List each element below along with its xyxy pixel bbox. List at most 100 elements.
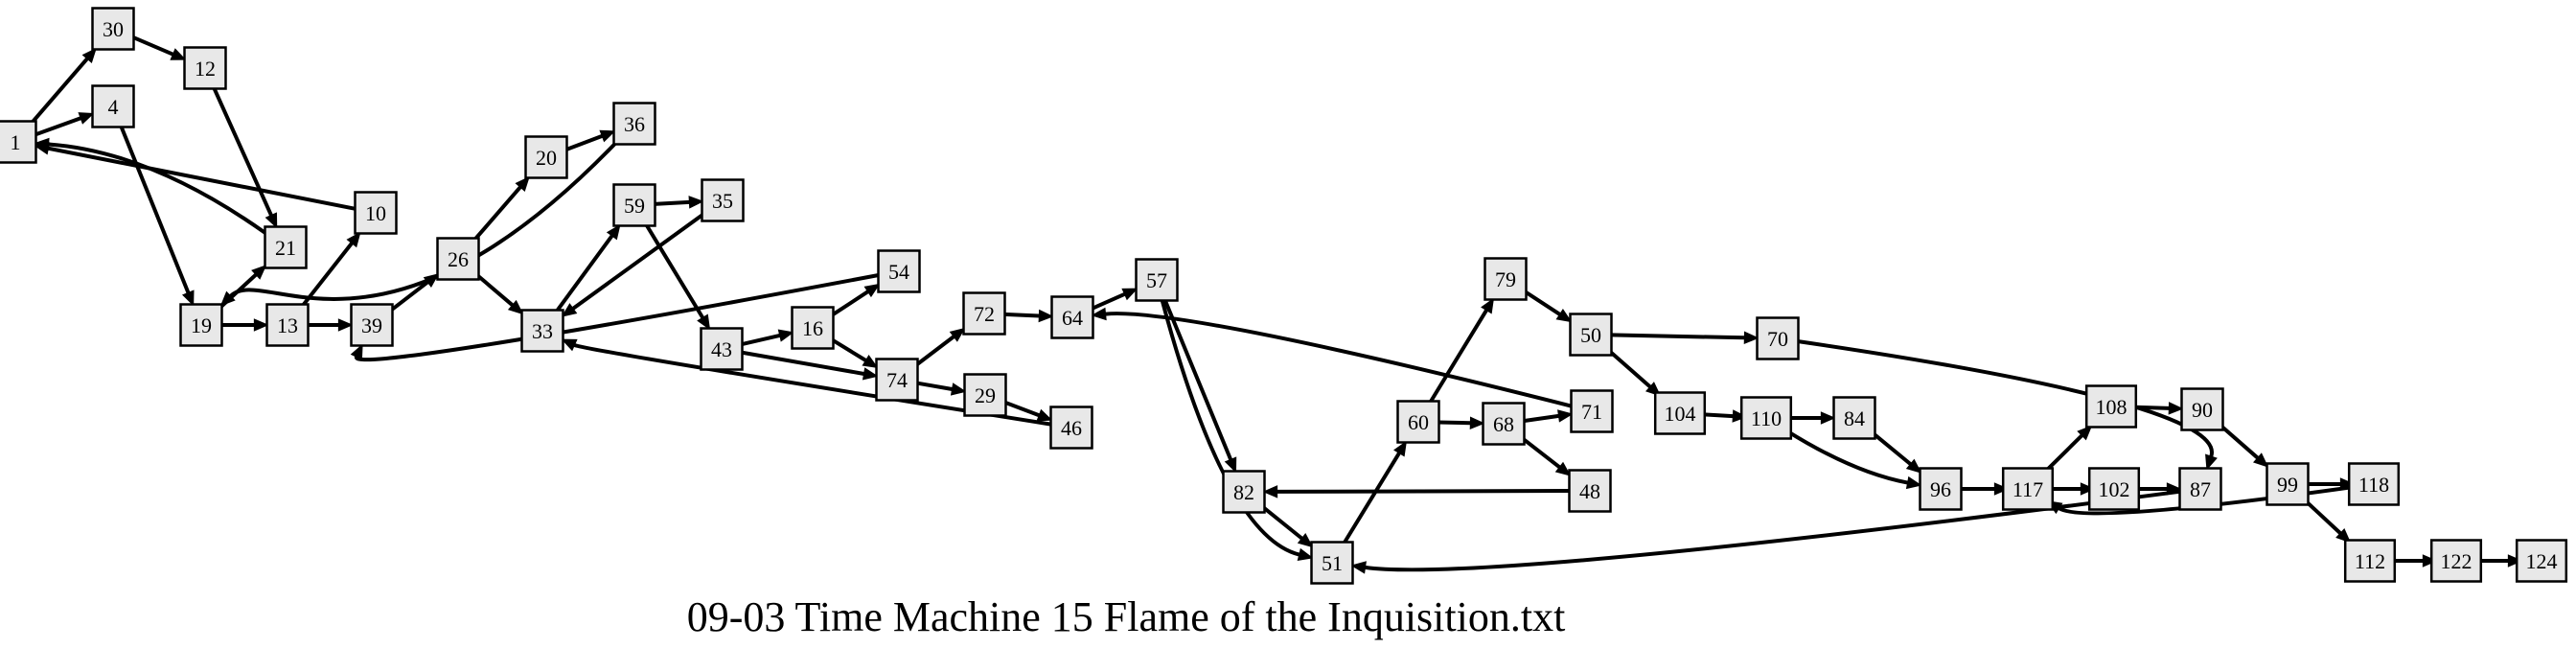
edge-line bbox=[1609, 350, 1652, 389]
node-label: 108 bbox=[2096, 395, 2128, 419]
node-box bbox=[524, 135, 568, 179]
node-label: 70 bbox=[1767, 327, 1788, 351]
node-70: 70 bbox=[1756, 316, 1800, 360]
node-box bbox=[91, 7, 135, 51]
node-label: 82 bbox=[1233, 480, 1254, 504]
edge-110-to-96 bbox=[1784, 429, 1922, 490]
node-box bbox=[2347, 462, 2401, 506]
node-box bbox=[179, 303, 223, 347]
node-box bbox=[791, 306, 835, 350]
edge-line bbox=[355, 272, 880, 362]
edge-line bbox=[1784, 429, 1908, 485]
edge-1-to-4 bbox=[34, 112, 95, 137]
node-box bbox=[1396, 400, 1440, 444]
edge-line bbox=[119, 125, 191, 294]
edge-line bbox=[1276, 489, 1571, 494]
edge-line bbox=[1262, 506, 1303, 541]
edge-117-to-108 bbox=[2046, 425, 2093, 472]
edge-line bbox=[831, 290, 869, 317]
arrowhead bbox=[515, 175, 530, 193]
node-16: 16 bbox=[791, 306, 835, 350]
edge-59-to-35 bbox=[654, 196, 704, 209]
node-label: 59 bbox=[624, 194, 645, 218]
node-box bbox=[2515, 539, 2568, 583]
edge-20-to-36 bbox=[564, 129, 616, 152]
node-box bbox=[350, 303, 394, 347]
edge-line bbox=[741, 350, 864, 376]
node-label: 60 bbox=[1408, 410, 1429, 434]
node-box bbox=[1570, 389, 1614, 433]
edge-96-to-117 bbox=[1960, 482, 2010, 496]
arrowhead bbox=[1481, 297, 1495, 314]
node-box bbox=[877, 249, 921, 293]
arrowhead bbox=[1036, 408, 1053, 422]
node-68: 68 bbox=[1482, 402, 1526, 446]
arrowhead bbox=[1091, 307, 1107, 321]
edge-line bbox=[2046, 433, 2083, 472]
node-label: 87 bbox=[2190, 477, 2211, 501]
node-84: 84 bbox=[1832, 396, 1876, 440]
arrowhead bbox=[1820, 411, 1836, 425]
arrowhead bbox=[1121, 288, 1138, 301]
node-35: 35 bbox=[701, 178, 745, 222]
arrowhead bbox=[1297, 547, 1314, 561]
arrowhead bbox=[350, 343, 363, 360]
edge-line bbox=[741, 333, 781, 347]
node-label: 102 bbox=[2099, 477, 2130, 501]
node-label: 20 bbox=[536, 146, 557, 170]
arrowhead bbox=[863, 283, 881, 298]
node-59: 59 bbox=[612, 183, 656, 227]
node-label: 36 bbox=[624, 112, 645, 136]
node-label: 16 bbox=[802, 316, 823, 340]
edge-48-to-82 bbox=[1262, 485, 1571, 498]
node-108: 108 bbox=[2084, 384, 2138, 429]
arrowhead bbox=[1469, 416, 1485, 429]
arrowhead bbox=[1554, 461, 1572, 476]
edge-82-to-51 bbox=[1262, 506, 1314, 548]
node-label: 19 bbox=[191, 313, 212, 337]
node-29: 29 bbox=[963, 373, 1007, 417]
edge-54-to-39 bbox=[350, 272, 880, 362]
edge-43-to-74 bbox=[741, 350, 879, 381]
arrowhead bbox=[1393, 440, 1408, 457]
node-box bbox=[354, 191, 398, 235]
arrowhead bbox=[251, 265, 267, 280]
arrowhead bbox=[1224, 456, 1237, 474]
edge-line bbox=[1105, 312, 1573, 408]
node-label: 64 bbox=[1062, 306, 1083, 330]
node-72: 72 bbox=[962, 291, 1006, 336]
arrowhead bbox=[1038, 309, 1054, 323]
edge-line bbox=[1438, 420, 1471, 426]
arrowhead bbox=[688, 196, 704, 209]
node-box bbox=[520, 309, 564, 353]
edge-line bbox=[2306, 500, 2342, 535]
node-box bbox=[183, 46, 227, 90]
node-79: 79 bbox=[1484, 257, 1528, 301]
edge-line bbox=[916, 381, 953, 391]
node-box bbox=[2266, 462, 2310, 506]
node-36: 36 bbox=[612, 102, 656, 146]
arrowhead bbox=[337, 318, 354, 332]
node-box bbox=[265, 303, 310, 347]
node-box bbox=[1569, 313, 1613, 357]
node-label: 26 bbox=[448, 247, 469, 271]
edge-12-to-21 bbox=[212, 86, 278, 229]
edge-72-to-64 bbox=[1003, 309, 1054, 323]
node-1: 1 bbox=[0, 120, 37, 164]
edge-36-to-19 bbox=[219, 142, 617, 307]
node-20: 20 bbox=[524, 135, 568, 179]
arrowhead bbox=[1297, 533, 1314, 548]
edge-90-to-99 bbox=[2220, 425, 2269, 468]
edge-79-to-50 bbox=[1524, 290, 1573, 323]
node-26: 26 bbox=[436, 237, 480, 281]
edge-line bbox=[31, 57, 89, 124]
node-label: 90 bbox=[2192, 398, 2213, 422]
edge-68-to-48 bbox=[1522, 437, 1572, 476]
arrowhead bbox=[507, 299, 524, 315]
node-label: 35 bbox=[712, 189, 733, 213]
arrowhead bbox=[1905, 458, 1922, 474]
node-30: 30 bbox=[91, 7, 135, 51]
arrowhead bbox=[264, 212, 278, 229]
edge-60-to-79 bbox=[1428, 297, 1495, 404]
